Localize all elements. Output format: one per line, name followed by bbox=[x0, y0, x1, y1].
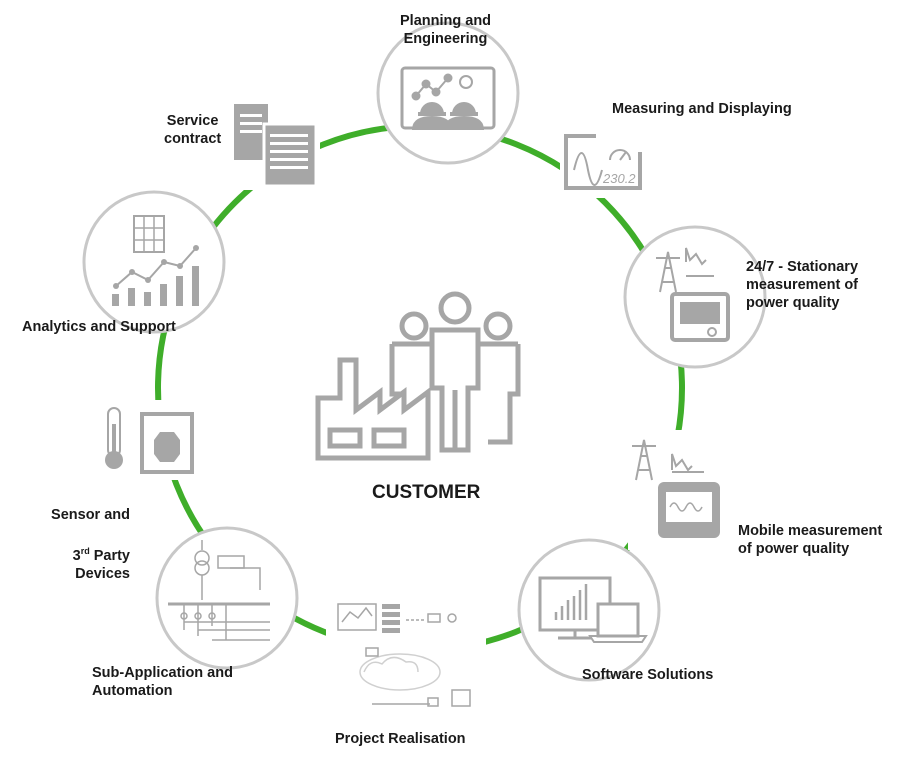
node-circles bbox=[82, 21, 767, 682]
single-line-diagram-icon bbox=[168, 540, 270, 641]
stationary-circle bbox=[623, 225, 767, 369]
analytics-chart-icon bbox=[112, 215, 199, 306]
label-project: Project Realisation bbox=[335, 731, 466, 747]
software-circle bbox=[517, 538, 661, 682]
subapp-circle bbox=[155, 526, 299, 670]
label-sensor-sup: rd bbox=[80, 546, 90, 556]
label-stationary: 24/7 - Stationary measurement of power q… bbox=[746, 259, 859, 311]
documents-icon bbox=[234, 104, 318, 188]
meter-reading: 230.2 bbox=[602, 171, 636, 186]
software-screens-icon bbox=[538, 576, 648, 643]
engineers-monitor-icon bbox=[400, 66, 496, 130]
mobile-analyzer-icon bbox=[632, 439, 720, 538]
label-sensor: Sensor and 3rd Party Devices bbox=[14, 488, 130, 583]
sensor-devices-icon bbox=[105, 407, 194, 474]
label-measuring: Measuring and Displaying bbox=[612, 101, 792, 117]
label-analytics: Analytics and Support bbox=[22, 319, 176, 335]
project-network-icon bbox=[337, 603, 471, 707]
label-sensor-line1: Sensor and bbox=[51, 507, 130, 523]
label-software: Software Solutions bbox=[582, 667, 714, 683]
label-service: Service contract bbox=[164, 113, 222, 147]
label-sensor-num: 3 bbox=[72, 547, 81, 564]
label-subapp: Sub-Application and Automation bbox=[92, 665, 233, 699]
label-sensor-line2: Party Devices bbox=[75, 547, 130, 582]
label-mobile: Mobile measurement of power quality bbox=[738, 523, 883, 557]
factory-icon bbox=[315, 357, 431, 461]
label-planning: Planning and Engineering bbox=[400, 13, 492, 47]
analytics-circle bbox=[82, 190, 226, 334]
meter-display-icon: 230.2 bbox=[564, 132, 644, 190]
center-label: CUSTOMER bbox=[372, 482, 481, 503]
stationary-analyzer-icon bbox=[656, 247, 730, 342]
